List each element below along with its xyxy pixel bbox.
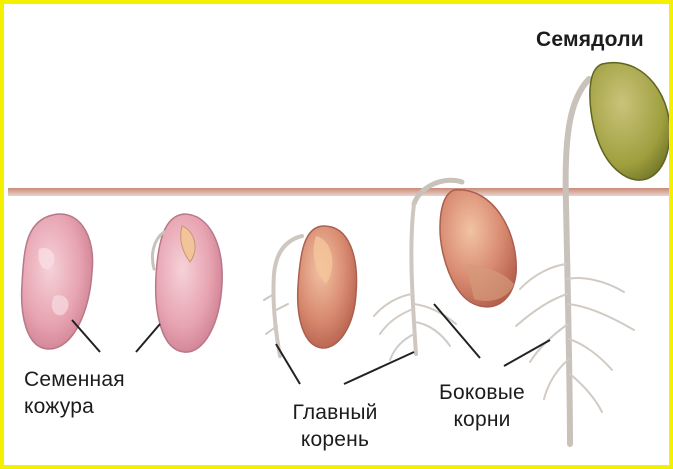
label-lateral-roots: Боковые корни bbox=[412, 379, 552, 433]
label-lateral-roots-line-1: Боковые bbox=[412, 379, 552, 406]
pointer-main-root-1 bbox=[276, 344, 300, 384]
label-lateral-roots-line-2: корни bbox=[412, 406, 552, 433]
label-seed-coat-line-2: кожура bbox=[24, 393, 174, 420]
label-seed-coat: Семенная кожура bbox=[24, 366, 174, 420]
seed-stage-2 bbox=[152, 214, 222, 352]
seed-stage-1 bbox=[22, 214, 93, 349]
label-main-root-line-1: Главный bbox=[270, 399, 400, 426]
pointer-lateral-roots-1 bbox=[434, 304, 480, 358]
soil-surface-line bbox=[8, 188, 673, 196]
label-main-root-line-2: корень bbox=[270, 426, 400, 453]
label-main-root: Главный корень bbox=[270, 399, 400, 453]
label-seed-coat-line-1: Семенная bbox=[24, 366, 174, 393]
pointer-seed-coat-2 bbox=[136, 324, 160, 352]
label-cotyledons: Семядоли bbox=[536, 26, 673, 53]
seed-stage-4 bbox=[374, 180, 516, 360]
seed-stage-3 bbox=[264, 226, 357, 356]
pointer-main-root-2 bbox=[344, 352, 414, 384]
pointer-seed-coat-1 bbox=[72, 320, 100, 352]
pointer-lateral-roots-2 bbox=[504, 340, 550, 366]
